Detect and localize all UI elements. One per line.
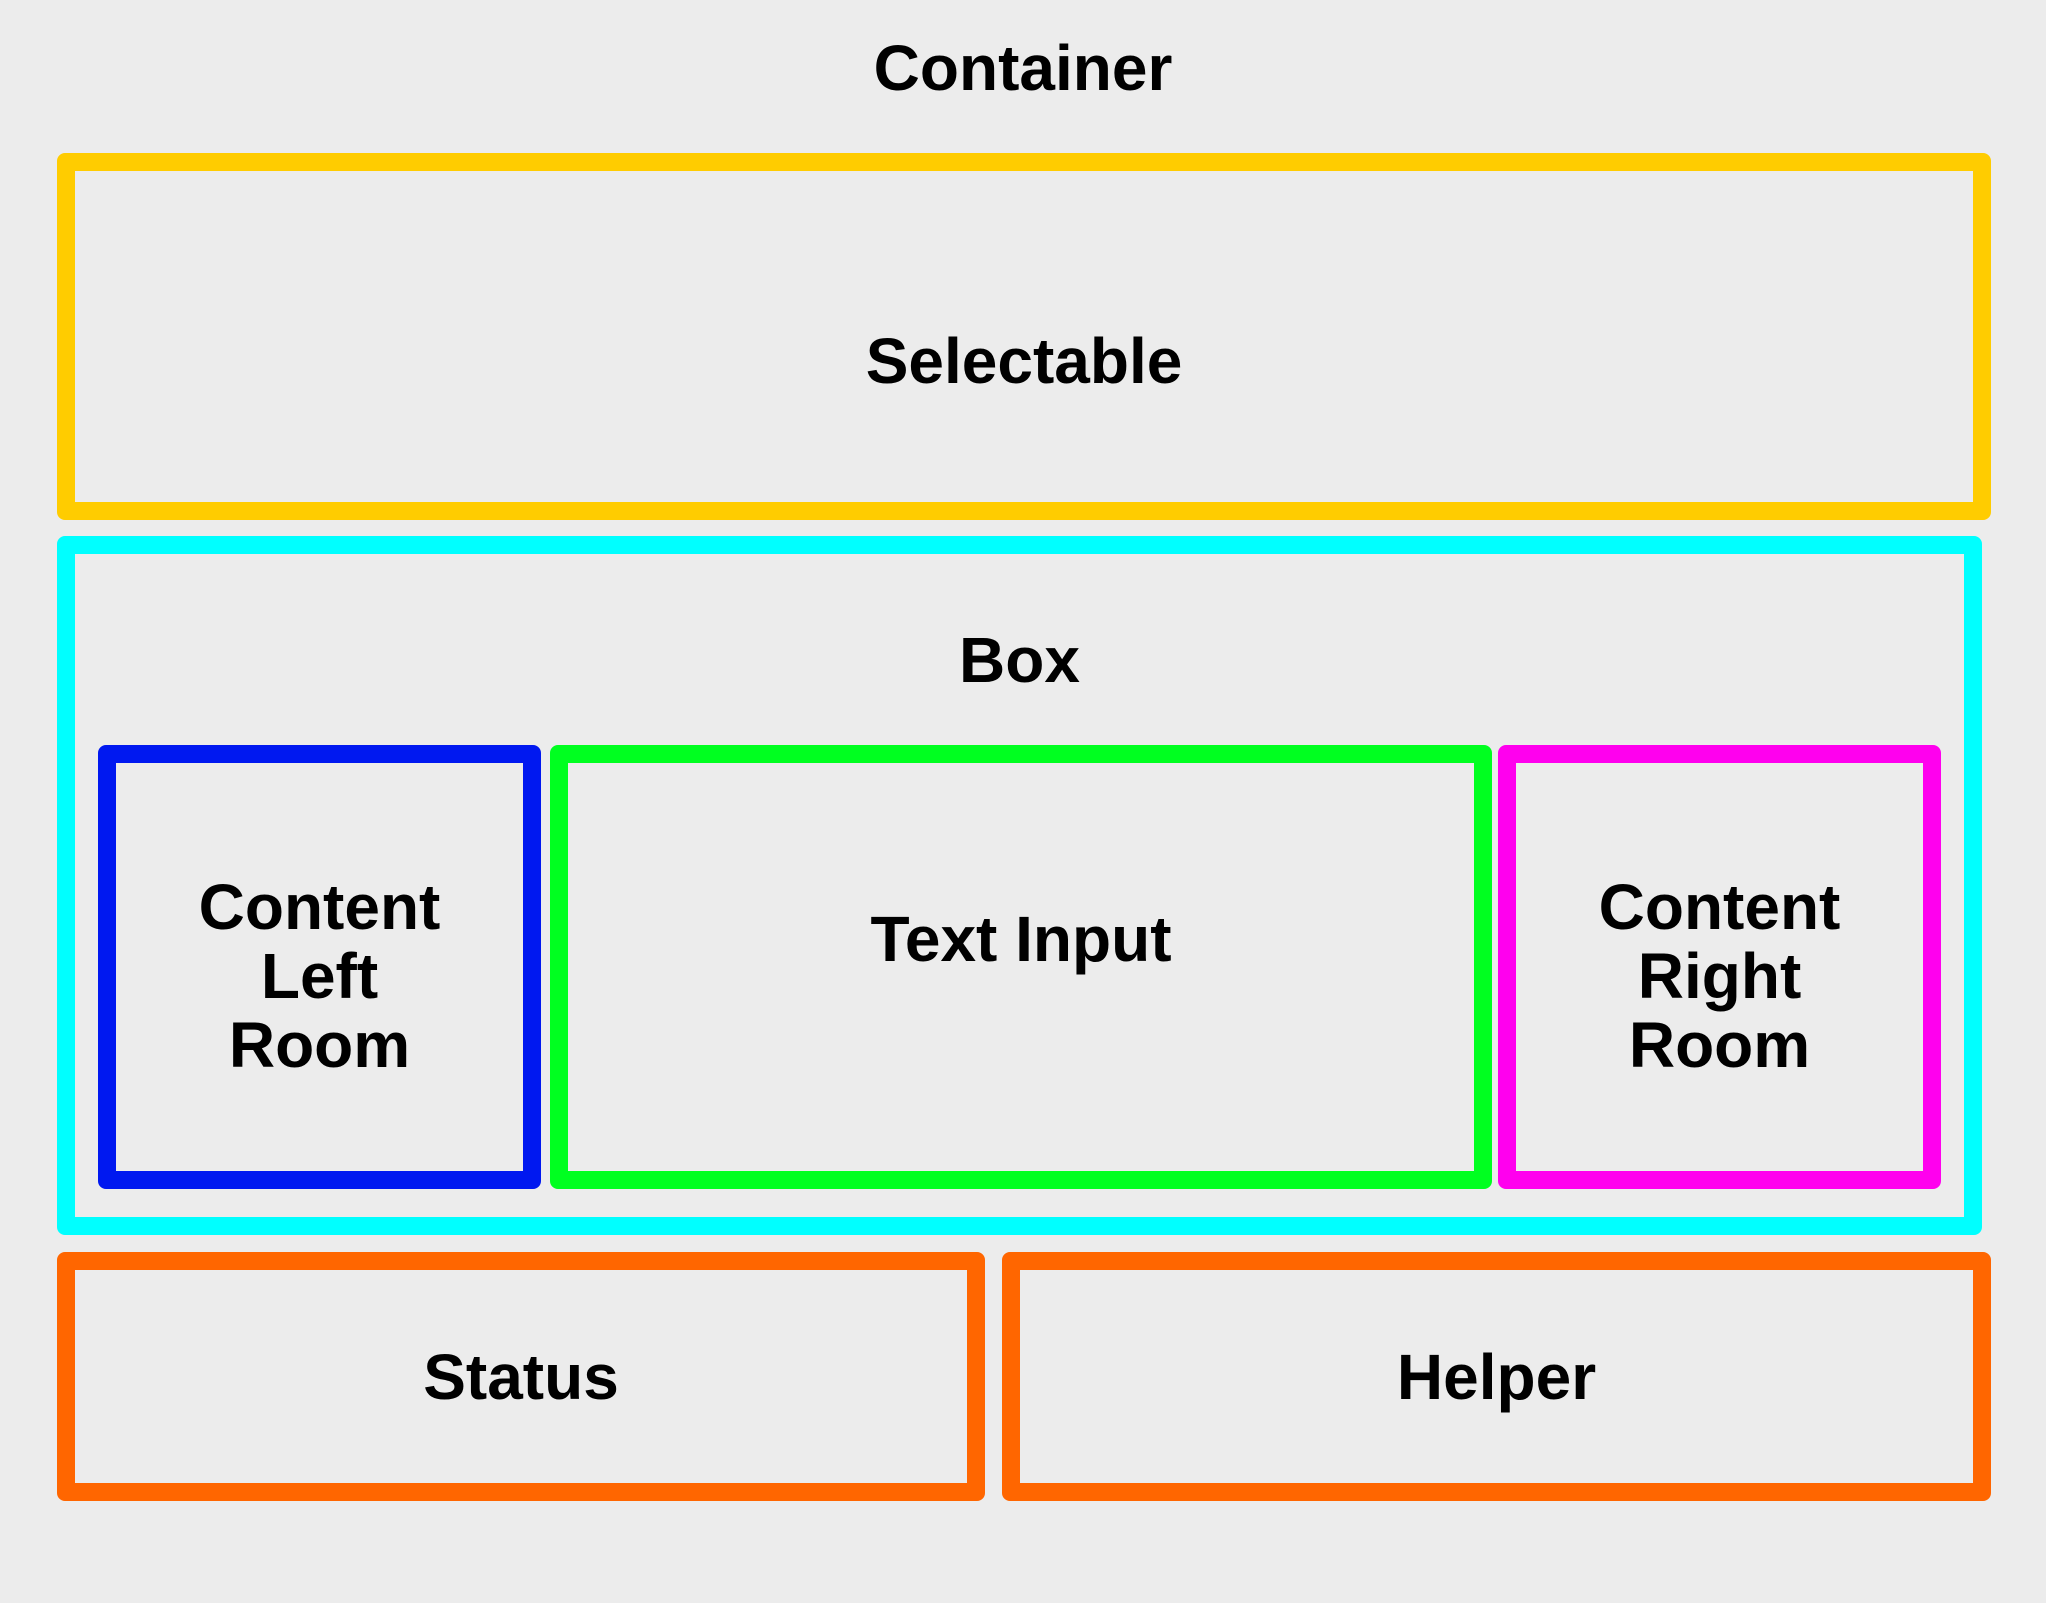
- content-right-room: Content Right Room: [1498, 745, 1941, 1189]
- box-title: Box: [959, 624, 1080, 696]
- text-input-label: Text Input: [870, 903, 1172, 975]
- status-label: Status: [423, 1341, 619, 1413]
- content-left-line-3: Room: [228, 1009, 411, 1081]
- helper-region: Helper: [1002, 1252, 1991, 1501]
- text-input[interactable]: Text Input: [550, 745, 1492, 1189]
- selectable-region[interactable]: Selectable: [57, 153, 1991, 520]
- box-region: Box: [57, 536, 1982, 1235]
- helper-label: Helper: [1396, 1341, 1597, 1413]
- content-right-label: Content Right Room: [1516, 873, 1923, 1080]
- content-right-line-3: Room: [1628, 1009, 1811, 1081]
- content-right-line-2: Right: [1637, 940, 1802, 1012]
- container-title: Container: [873, 32, 1173, 104]
- content-left-line-2: Left: [260, 940, 379, 1012]
- selectable-label: Selectable: [865, 325, 1183, 397]
- content-left-label: Content Left Room: [116, 873, 523, 1080]
- content-right-line-1: Content: [1598, 871, 1841, 943]
- content-left-room: Content Left Room: [98, 745, 541, 1189]
- content-left-line-1: Content: [198, 871, 441, 943]
- status-region: Status: [57, 1252, 985, 1501]
